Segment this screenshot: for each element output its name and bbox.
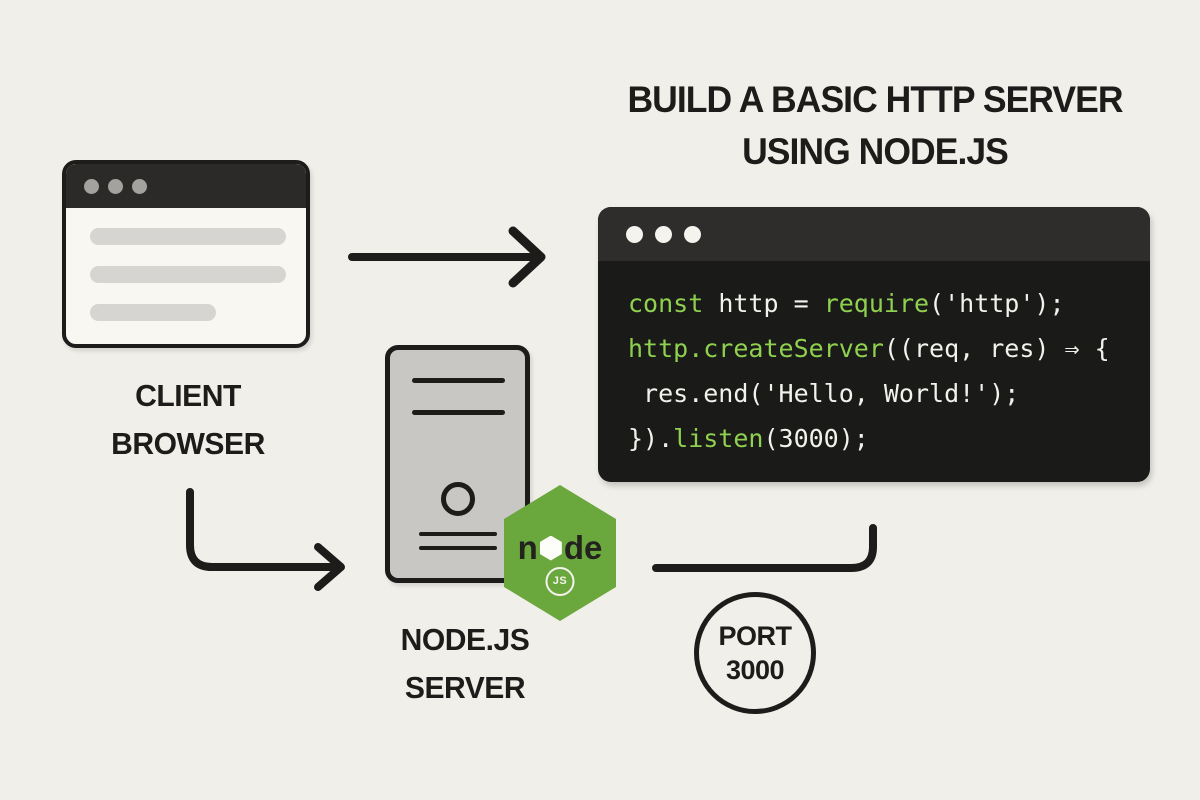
window-dot-icon bbox=[84, 178, 99, 194]
code-line: }).listen(3000); bbox=[628, 424, 869, 453]
window-dot-icon bbox=[132, 178, 147, 194]
client-label-line1: CLIENT bbox=[135, 378, 241, 413]
code-line: const http = require('http'); bbox=[628, 289, 1065, 318]
nodejs-wordmark: n de bbox=[500, 529, 620, 567]
server-tower bbox=[385, 345, 530, 583]
window-dot-icon bbox=[684, 225, 701, 243]
code-lines: const http = require('http'); http.create… bbox=[598, 261, 1150, 482]
code-line: http.createServer((req, res) ⇒ { bbox=[628, 334, 1110, 363]
nodejs-js-mark: JS bbox=[545, 567, 575, 596]
arrow-client-to-server bbox=[186, 488, 345, 591]
nodejs-server-label: NODE.JS SERVER bbox=[320, 616, 611, 712]
node-word-end: de bbox=[563, 529, 603, 566]
window-dot-icon bbox=[626, 225, 643, 243]
arrow-client-to-code bbox=[348, 226, 546, 288]
code-titlebar bbox=[598, 207, 1150, 261]
port-number: 3000 bbox=[725, 655, 785, 685]
content-placeholder-bar bbox=[90, 266, 286, 283]
client-browser-window bbox=[62, 160, 310, 348]
window-dot-icon bbox=[655, 225, 672, 243]
tower-power-button bbox=[440, 482, 475, 516]
node-word-start: n bbox=[517, 529, 538, 566]
node-o-hexagon-icon bbox=[539, 535, 562, 561]
content-placeholder-bar bbox=[90, 304, 216, 321]
page-title: BUILD A BASIC HTTP SERVER USING NODE.JS bbox=[553, 74, 1196, 178]
tower-vent-line bbox=[412, 378, 505, 383]
window-dot-icon bbox=[108, 178, 123, 194]
page-title-line2: USING NODE.JS bbox=[742, 131, 1009, 172]
client-label-line2: BROWSER bbox=[111, 426, 265, 461]
code-window: const http = require('http'); http.create… bbox=[598, 207, 1150, 482]
connector-code-to-node bbox=[652, 524, 877, 572]
client-browser-label: CLIENT BROWSER bbox=[43, 372, 334, 468]
server-label-line2: SERVER bbox=[404, 670, 526, 705]
code-line: res.end('Hello, World!'); bbox=[628, 379, 1020, 408]
browser-titlebar bbox=[66, 164, 306, 208]
tower-slot-line bbox=[419, 546, 497, 550]
content-placeholder-bar bbox=[90, 228, 286, 245]
nodejs-logo: n de JS bbox=[500, 483, 620, 623]
port-label: PORT bbox=[718, 621, 792, 651]
tower-vent-line bbox=[412, 410, 505, 415]
page-title-line1: BUILD A BASIC HTTP SERVER bbox=[627, 79, 1123, 120]
tower-slot-line bbox=[419, 532, 497, 536]
server-label-line1: NODE.JS bbox=[400, 622, 530, 657]
port-3000-badge: PORT 3000 bbox=[694, 592, 816, 714]
